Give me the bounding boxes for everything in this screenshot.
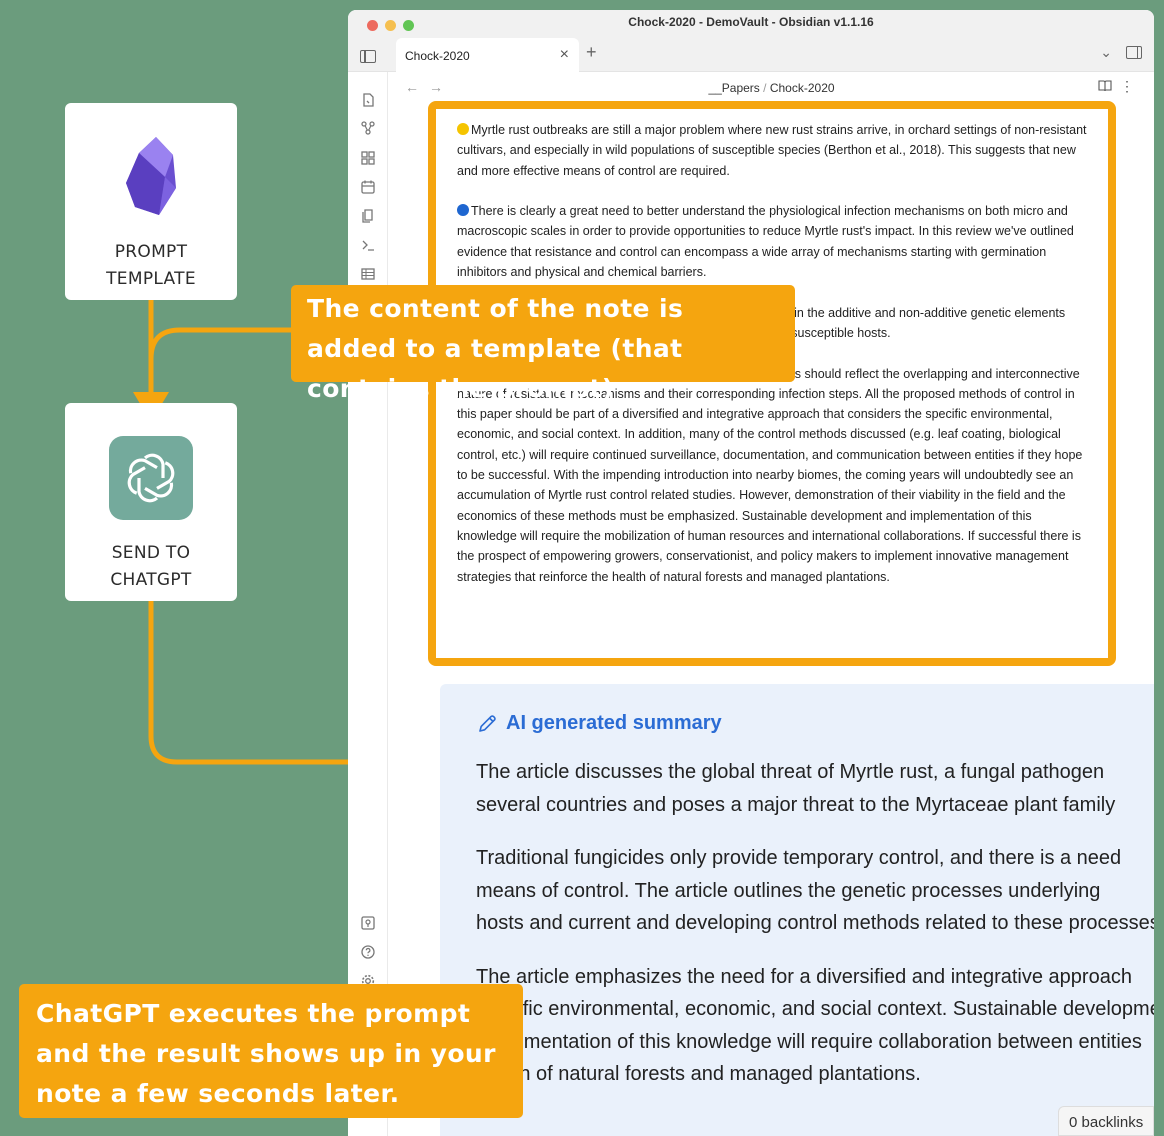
table-icon[interactable]	[360, 266, 376, 282]
breadcrumb-note[interactable]: Chock-2020	[769, 81, 835, 95]
minimize-window-button[interactable]	[385, 20, 396, 31]
close-tab-icon[interactable]: ×	[559, 46, 569, 63]
close-window-button[interactable]	[367, 20, 378, 31]
quick-switcher-icon[interactable]	[360, 92, 376, 108]
title-bar: Chock-2020 - DemoVault - Obsidian v1.1.1…	[348, 10, 1154, 36]
card-label: PROMPT TEMPLATE	[106, 242, 196, 289]
pencil-icon	[479, 714, 496, 732]
note-navbar: ← → __Papers / Chock-2020 ⋮	[389, 72, 1154, 100]
breadcrumb-folder[interactable]: __Papers	[708, 81, 760, 95]
note-paragraph: Future implementation and development of…	[457, 366, 1083, 584]
callout-template-explanation: The content of the note is added to a te…	[291, 285, 795, 403]
right-sidebar-toggle-icon[interactable]	[1126, 46, 1142, 59]
note-paragraph: Myrtle rust outbreaks are still a major …	[457, 123, 1087, 178]
callout-result-explanation: ChatGPT executes the prompt and the resu…	[19, 984, 523, 1118]
backlinks-counter[interactable]: 0 backlinks	[1058, 1106, 1154, 1136]
left-sidebar-toggle-icon[interactable]	[360, 50, 376, 63]
forward-arrow-icon[interactable]: →	[429, 79, 443, 95]
tab-bar: Chock-2020 × + ⌄	[348, 36, 1154, 72]
note-paragraph: There is clearly a great need to better …	[457, 204, 1074, 280]
window-title: Chock-2020 - DemoVault - Obsidian v1.1.1…	[628, 15, 874, 29]
obsidian-logo-icon	[126, 137, 176, 215]
breadcrumb: __Papers / Chock-2020	[389, 81, 1154, 95]
tab-label: Chock-2020	[405, 49, 470, 63]
templates-icon[interactable]	[360, 208, 376, 224]
summary-paragraph: The article discusses the global threat …	[476, 761, 1116, 816]
open-vault-icon[interactable]	[360, 915, 376, 931]
terminal-icon[interactable]	[360, 237, 376, 253]
help-icon[interactable]	[360, 944, 376, 960]
summary-heading: AI generated summary	[476, 712, 1154, 735]
blue-circle-icon	[457, 204, 469, 217]
ai-summary-callout: AI generated summary The article discuss…	[440, 684, 1154, 1136]
more-options-icon[interactable]: ⋮	[1120, 78, 1134, 94]
prompt-template-card: PROMPT TEMPLATE	[65, 103, 237, 300]
obsidian-window: Chock-2020 - DemoVault - Obsidian v1.1.1…	[348, 10, 1154, 1136]
maximize-window-button[interactable]	[403, 20, 414, 31]
send-to-chatgpt-card: SEND TO CHATGPT	[65, 403, 237, 601]
tab-chock-2020[interactable]: Chock-2020 ×	[396, 38, 579, 72]
graph-view-icon[interactable]	[360, 120, 376, 136]
canvas-icon[interactable]	[360, 150, 376, 166]
yellow-circle-icon	[457, 123, 469, 135]
tab-list-chevron-icon[interactable]: ⌄	[1100, 44, 1112, 60]
summary-paragraph: The article emphasizes the need for a di…	[476, 965, 1154, 1086]
reading-view-book-icon[interactable]	[1098, 80, 1112, 92]
chatgpt-logo-icon	[109, 436, 193, 520]
left-ribbon	[348, 72, 388, 1136]
breadcrumb-separator: /	[763, 81, 767, 95]
daily-note-calendar-icon[interactable]	[360, 179, 376, 195]
card-label: SEND TO CHATGPT	[110, 543, 192, 590]
back-arrow-icon[interactable]: ←	[405, 79, 419, 95]
new-tab-button[interactable]: +	[586, 42, 597, 62]
summary-paragraph: Traditional fungicides only provide temp…	[476, 847, 1154, 934]
